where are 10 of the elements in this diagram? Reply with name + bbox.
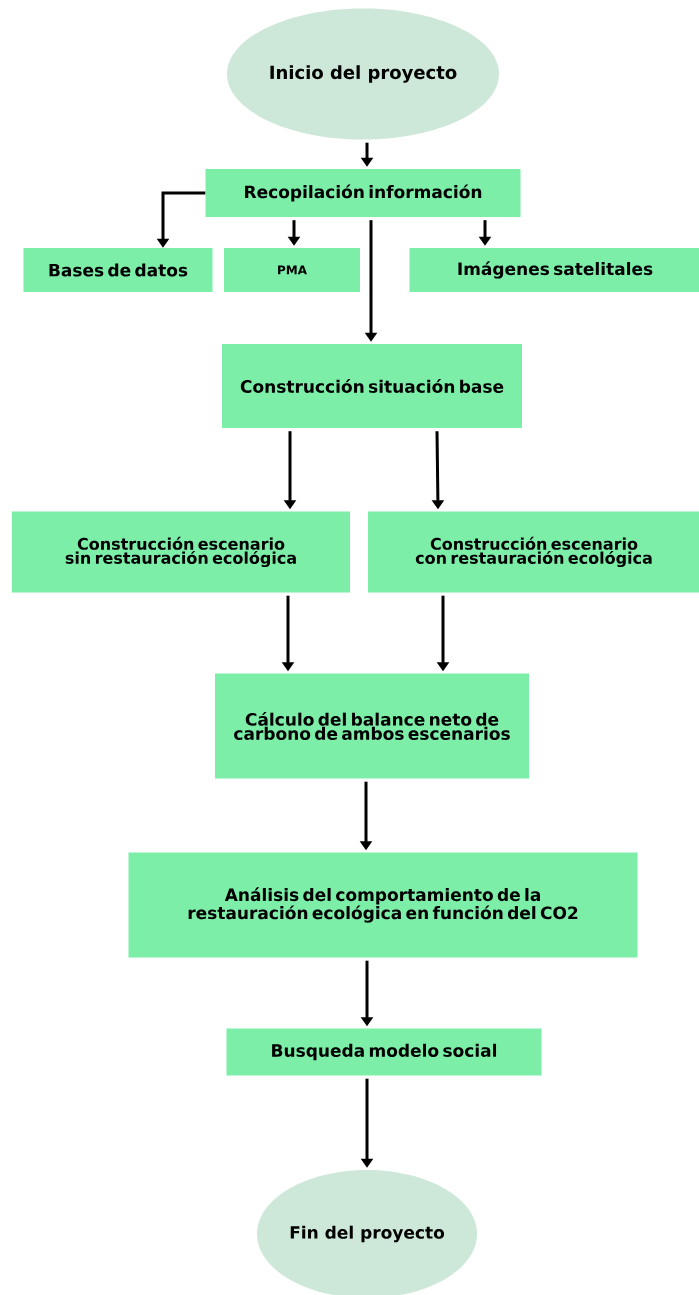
process-box: Construcción situación base — [222, 344, 522, 428]
process-box: Construcción escenario con restauración ecológica — [368, 511, 699, 593]
process-box: Cálculo del balance neto de carbono de ambos escenarios — [215, 673, 529, 779]
process-box: Bases de datos — [23, 248, 213, 292]
process-box: Análisis del comportamiento de la restauración ecológica en función del CO2 — [128, 852, 638, 958]
process-box: Imágenes satelitales — [409, 248, 699, 292]
process-box: Busqueda modelo social — [226, 1028, 542, 1076]
process-box: Recopilación información — [205, 169, 521, 217]
process-box: Construcción escenario sin restauración ecológica — [12, 511, 350, 593]
process-box: PMA — [224, 248, 360, 292]
